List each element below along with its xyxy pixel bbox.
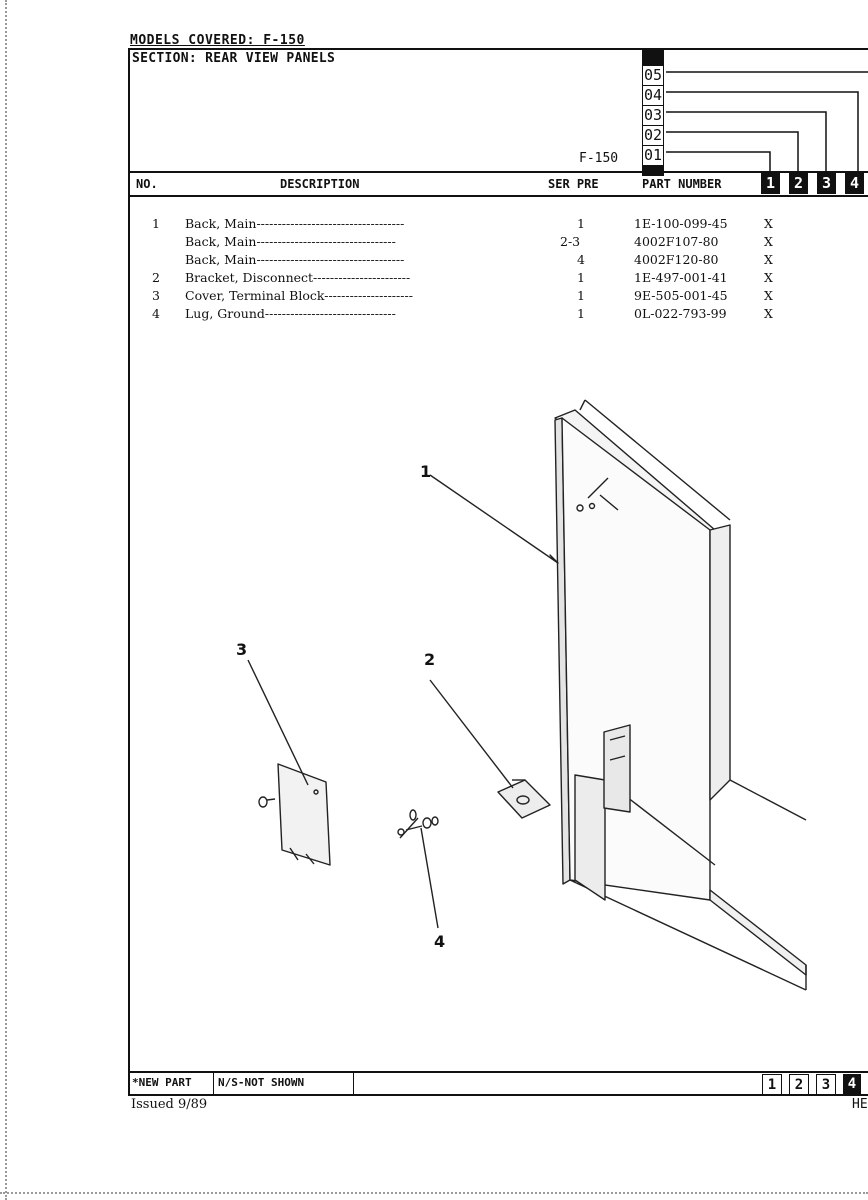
serial-connector-lines [666, 71, 868, 172]
footer-model-col-2: 2 [789, 1074, 809, 1096]
header-rule-top [128, 171, 868, 173]
callout-1: 1 [420, 462, 432, 481]
col-header-no: NO. [136, 177, 158, 191]
serial-code-01: 01 [642, 145, 664, 166]
callout-3: 3 [236, 640, 248, 659]
model-label: F-150 [579, 151, 619, 166]
exploded-view-diagram [247, 399, 807, 991]
page-edge-left [5, 0, 7, 1200]
callout-2: 2 [424, 650, 436, 669]
bracket-disconnect [497, 779, 551, 819]
section-title: SECTION: REAR VIEW PANELS [132, 51, 336, 66]
back-main-panel [554, 399, 807, 991]
footer-model-col-1: 1 [762, 1074, 782, 1096]
serial-code-stack: 05 04 03 02 01 [642, 48, 664, 176]
lug-ground [397, 809, 439, 839]
serial-code-04: 04 [642, 85, 664, 106]
models-covered: MODELS COVERED: F-150 [130, 33, 305, 48]
serial-code-02: 02 [642, 125, 664, 146]
cover-terminal-block [258, 763, 331, 866]
model-col-3: 3 [817, 172, 836, 194]
col-header-part-number: PART NUMBER [642, 177, 722, 191]
col-header-description: DESCRIPTION [280, 177, 360, 191]
header-rule-bottom [128, 195, 868, 197]
issued-date: Issued 9/89 [131, 1097, 208, 1112]
corner-code: HE [852, 1097, 868, 1112]
legend-new-part: *NEW PART [128, 1072, 214, 1094]
serial-code-05: 05 [642, 65, 664, 86]
model-col-1: 1 [761, 172, 780, 194]
callout-4: 4 [434, 932, 446, 951]
page-edge-bottom [0, 1192, 868, 1194]
model-col-4: 4 [845, 172, 864, 194]
legend-not-shown: N/S-NOT SHOWN [214, 1072, 354, 1094]
parts-sheet-frame [128, 48, 868, 1096]
model-col-2: 2 [789, 172, 808, 194]
footer-model-col-3: 3 [816, 1074, 836, 1096]
col-header-ser-pre: SER PRE [548, 177, 599, 191]
serial-code-03: 03 [642, 105, 664, 126]
footer-model-col-4: 4 [843, 1074, 861, 1094]
footer-rule [128, 1071, 868, 1073]
